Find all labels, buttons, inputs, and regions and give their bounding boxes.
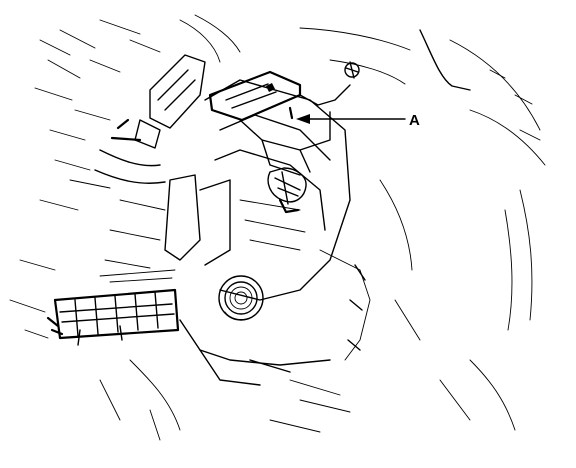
upper-right-panel — [299, 27, 546, 431]
lower-left-connector — [46, 269, 180, 346]
connector-clip — [267, 167, 307, 214]
callout-a-leader — [296, 114, 406, 124]
left-bracket — [94, 54, 206, 184]
mounting-bracket-a — [208, 61, 360, 176]
housing-body — [104, 79, 351, 301]
upper-left-linework — [9, 14, 241, 339]
lower-linework — [99, 179, 421, 441]
round-cap — [218, 275, 264, 321]
callout-a-label: A — [409, 112, 420, 129]
